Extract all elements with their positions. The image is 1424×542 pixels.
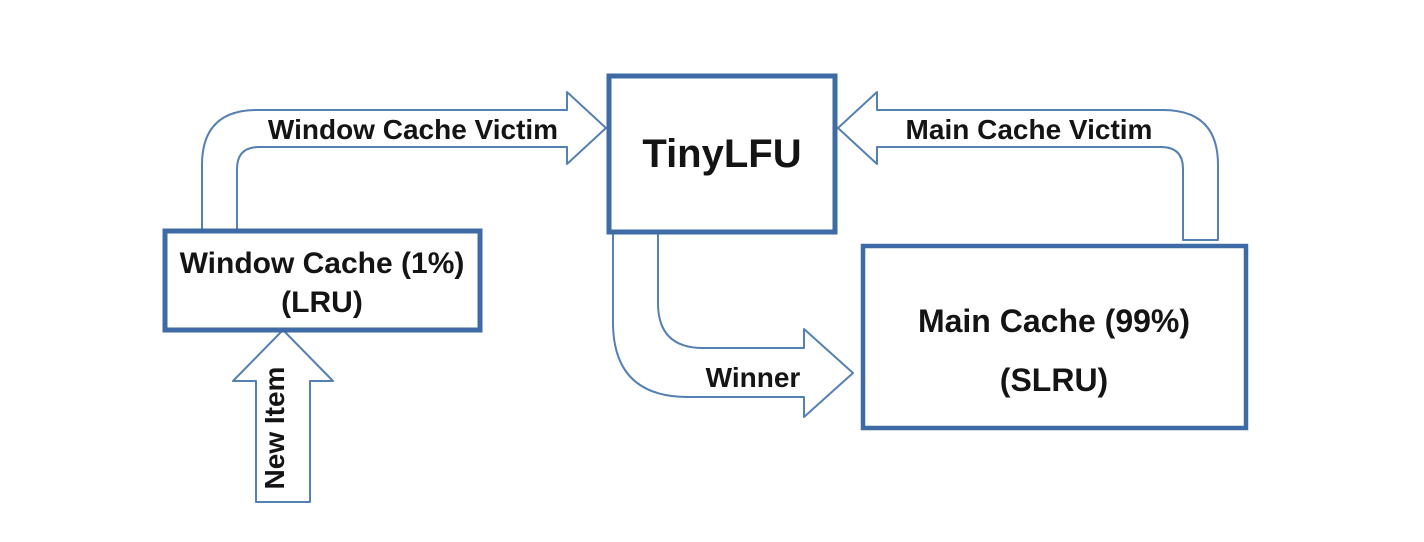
new-item-label: New Item — [259, 367, 290, 490]
main-cache-victim-arrow — [837, 91, 1219, 241]
window-cache-victim-label: Window Cache Victim — [268, 114, 558, 145]
winner-label: Winner — [706, 362, 801, 393]
main-cache-subtitle: (SLRU) — [1000, 362, 1108, 398]
window-cache-subtitle: (LRU) — [281, 286, 363, 319]
new-item-arrow — [232, 329, 334, 503]
tinylfu-label: TinyLFU — [642, 132, 801, 176]
winner-arrow — [612, 232, 854, 418]
main-cache-title: Main Cache (99%) — [918, 303, 1190, 339]
main-cache-box — [860, 243, 1249, 431]
main-cache-victim-label: Main Cache Victim — [906, 114, 1153, 145]
window-cache-title: Window Cache (1%) — [180, 247, 465, 280]
window-cache-box — [162, 228, 483, 333]
tinylfu-box — [606, 73, 838, 235]
window-cache-victim-arrow — [201, 91, 607, 234]
